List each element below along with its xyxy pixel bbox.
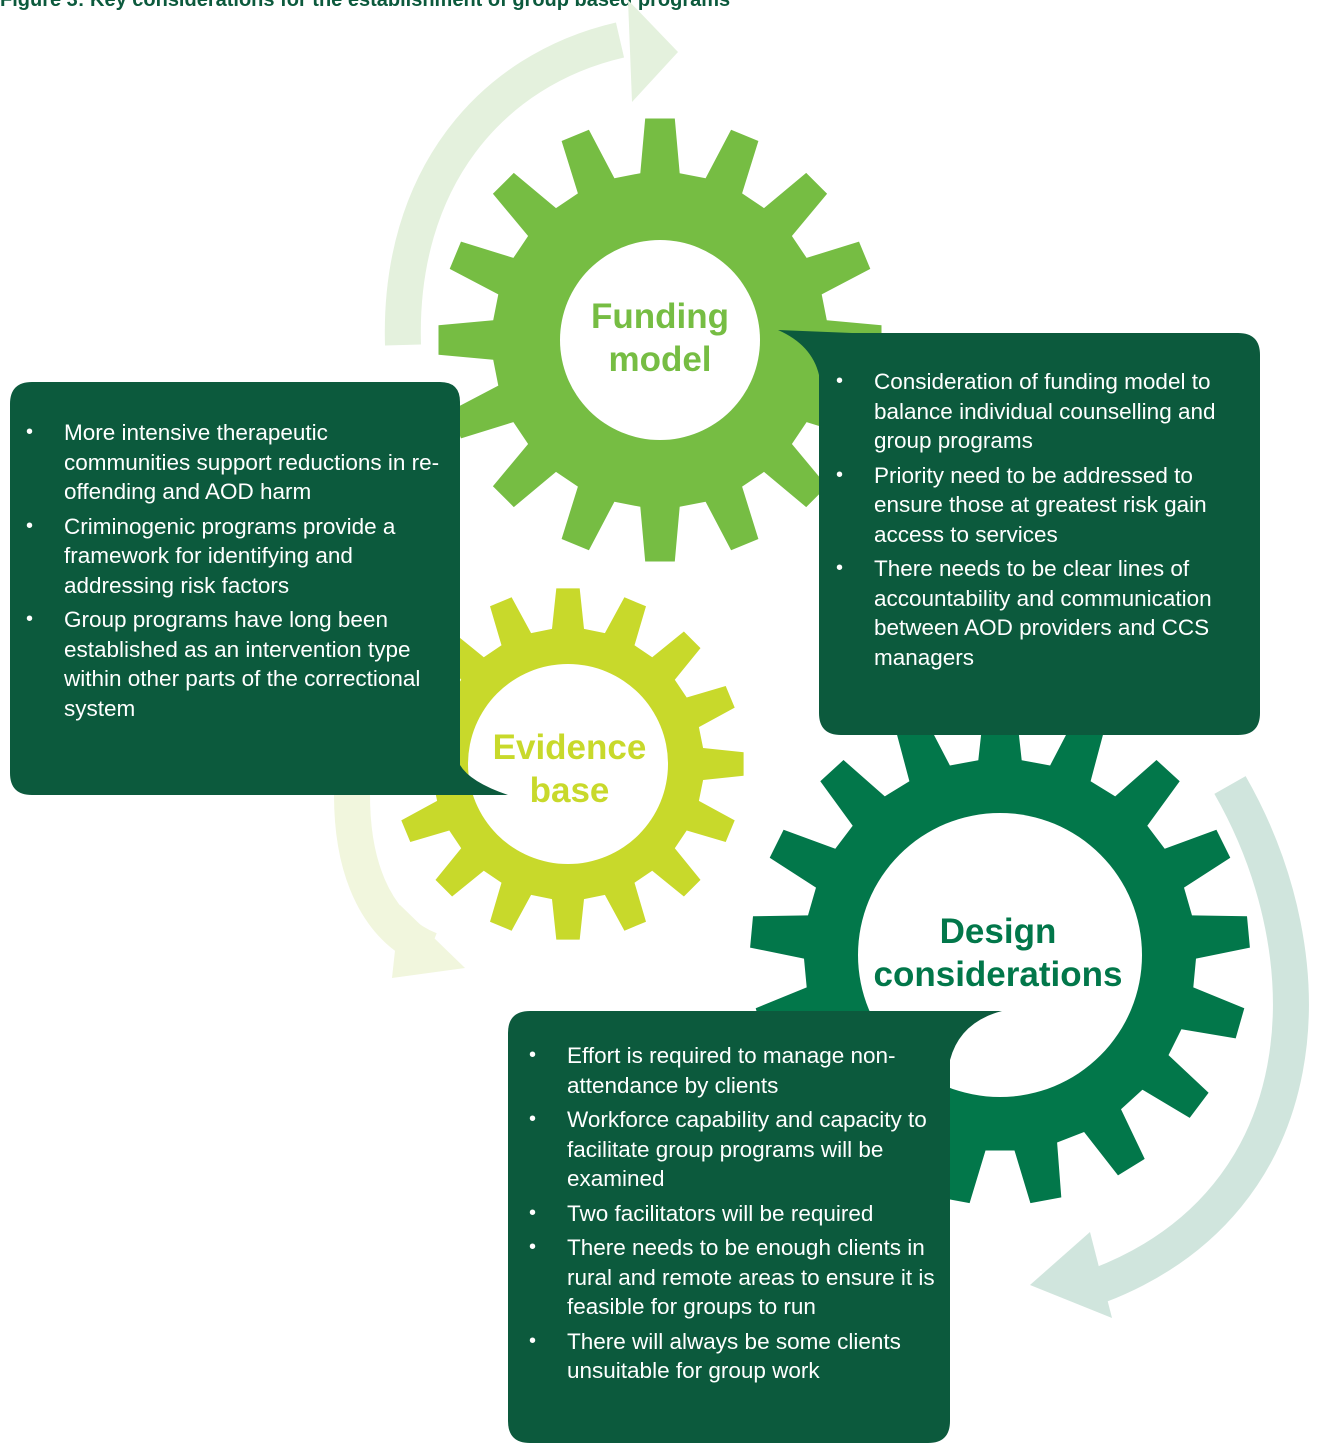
evidence-item-2: Criminogenic programs provide a framewor…: [10, 512, 450, 601]
design-label-line1: Design: [939, 912, 1057, 951]
funding-item-2: Priority need to be addressed to ensure …: [820, 461, 1250, 550]
design-list: Effort is required to manage non-attenda…: [513, 1041, 943, 1386]
funding-item-3: There needs to be clear lines of account…: [820, 554, 1250, 672]
figure-caption: Figure 3: Key considerations for the est…: [0, 0, 731, 11]
design-gear-label: Design considerations: [850, 911, 1146, 996]
evidence-box: More intensive therapeutic communities s…: [10, 418, 450, 728]
design-box: Effort is required to manage non-attenda…: [513, 1041, 943, 1391]
evidence-gear-label: Evidence base: [462, 727, 677, 812]
design-item-2: Workforce capability and capacity to fac…: [513, 1105, 943, 1194]
cycle-arrow-right: [1030, 776, 1309, 1318]
funding-list: Consideration of funding model to balanc…: [820, 367, 1250, 672]
design-item-5: There will always be some clients unsuit…: [513, 1327, 943, 1386]
funding-label-line2: model: [608, 339, 712, 379]
funding-item-1: Consideration of funding model to balanc…: [820, 367, 1250, 456]
evidence-item-1: More intensive therapeutic communities s…: [10, 418, 450, 507]
funding-label-line1: Funding: [590, 297, 729, 336]
evidence-label-line2: base: [529, 770, 610, 810]
cycle-arrow-left: [334, 794, 465, 978]
funding-gear-label: Funding model: [560, 296, 760, 381]
cycle-arrow-top: [384, 0, 678, 346]
evidence-item-3: Group programs have long been establishe…: [10, 605, 450, 723]
funding-box: Consideration of funding model to balanc…: [820, 367, 1250, 677]
design-item-1: Effort is required to manage non-attenda…: [513, 1041, 943, 1100]
evidence-gear-hub: [468, 664, 668, 864]
funding-gear-hub: [560, 240, 760, 440]
design-item-4: There needs to be enough clients in rura…: [513, 1233, 943, 1322]
design-label-line2: considerations: [873, 954, 1123, 994]
design-item-3: Two facilitators will be required: [513, 1199, 943, 1229]
evidence-list: More intensive therapeutic communities s…: [10, 418, 450, 723]
evidence-label-line1: Evidence: [492, 728, 647, 767]
